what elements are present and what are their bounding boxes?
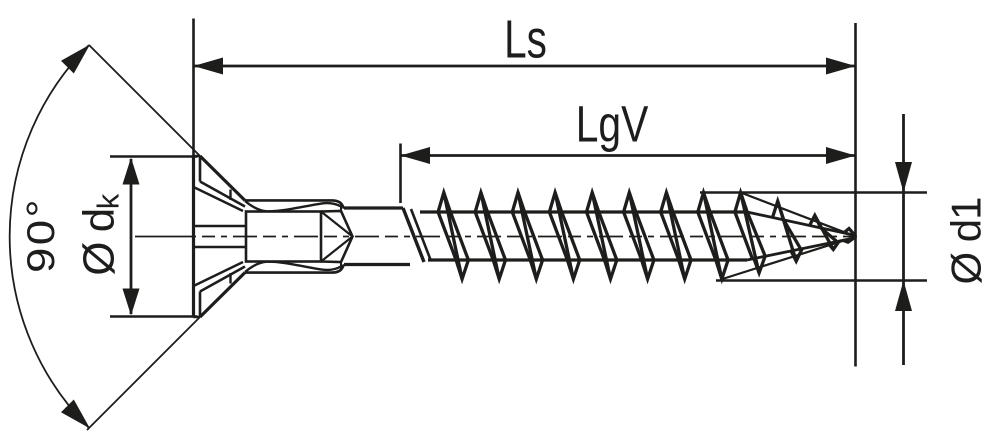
svg-text:Ø d1: Ø d1 — [943, 197, 990, 284]
svg-text:LgV: LgV — [576, 95, 649, 152]
svg-text:90°: 90° — [19, 197, 62, 273]
svg-text:Ls: Ls — [504, 10, 547, 70]
